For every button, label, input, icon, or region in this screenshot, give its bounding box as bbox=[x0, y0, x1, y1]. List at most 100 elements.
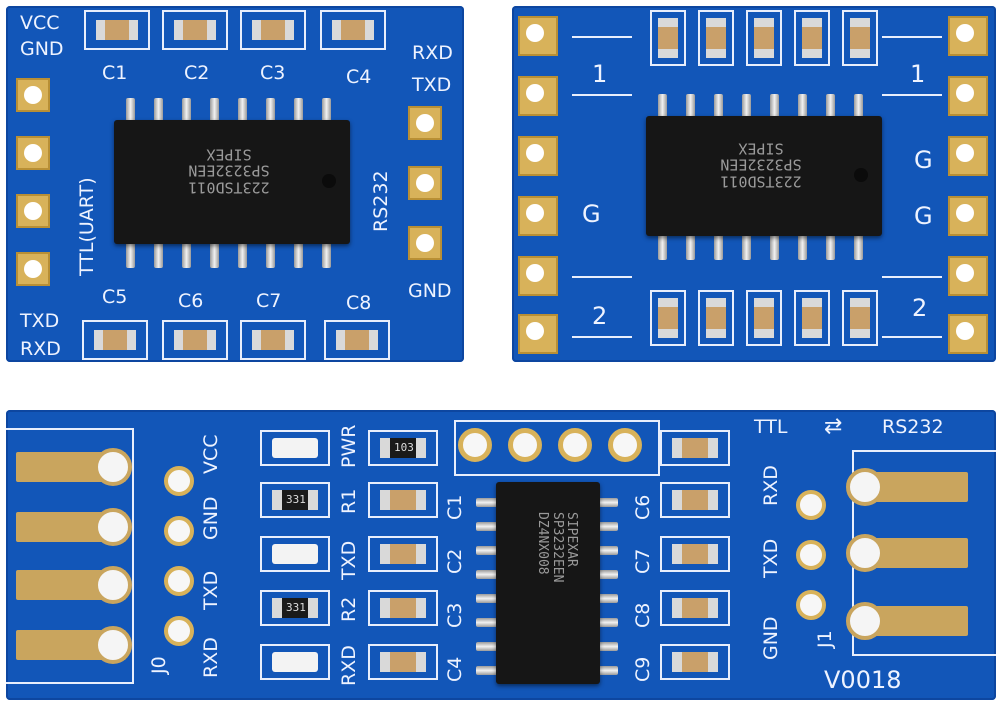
ic-pin bbox=[238, 98, 247, 124]
cap-frame bbox=[746, 10, 782, 66]
capacitor bbox=[754, 18, 774, 58]
label-1-right: 1 bbox=[910, 60, 926, 88]
capacitor bbox=[802, 18, 822, 58]
pin-pad bbox=[948, 256, 988, 296]
resistor-r1: 331 bbox=[272, 490, 318, 510]
header-hole bbox=[508, 428, 542, 462]
silk-line bbox=[852, 654, 996, 656]
ic-pin bbox=[686, 234, 695, 260]
capacitor bbox=[174, 20, 216, 40]
pin1-dot bbox=[322, 174, 336, 188]
silk-line bbox=[6, 428, 134, 430]
ic-pin bbox=[658, 94, 667, 120]
label-r2: R2 bbox=[338, 596, 360, 622]
label-j0: J0 bbox=[148, 656, 170, 674]
ic-pin bbox=[592, 546, 618, 555]
led-rxd bbox=[272, 652, 318, 672]
cap-frame bbox=[368, 482, 438, 518]
chip-marking: 223TSD011 SP3232EEN SIPEX bbox=[188, 145, 270, 197]
ic-pin bbox=[126, 242, 135, 268]
ic-pin bbox=[770, 234, 779, 260]
pin-pad bbox=[948, 16, 988, 56]
capacitor bbox=[380, 544, 426, 564]
cap-frame bbox=[660, 482, 730, 518]
via-hole bbox=[164, 616, 194, 646]
ic-pin bbox=[294, 98, 303, 124]
resistor-code: 103 bbox=[394, 441, 414, 454]
ic-pin bbox=[742, 234, 751, 260]
capacitor bbox=[802, 298, 822, 338]
ic-pin bbox=[592, 498, 618, 507]
ic-pin bbox=[476, 666, 502, 675]
via-hole bbox=[796, 490, 826, 520]
pin1-dot bbox=[854, 168, 868, 182]
ic-pin bbox=[210, 98, 219, 124]
pin-pad bbox=[408, 166, 442, 200]
cap-frame bbox=[650, 290, 686, 346]
silk-line bbox=[454, 420, 456, 476]
label-2-left: 2 bbox=[592, 302, 608, 330]
silk-line bbox=[882, 336, 942, 338]
pin-pad bbox=[518, 196, 558, 236]
label-2-right: 2 bbox=[912, 294, 928, 322]
ic-pin bbox=[826, 234, 835, 260]
ic-pin bbox=[476, 522, 502, 531]
ic-pin bbox=[322, 242, 331, 268]
capacitor bbox=[380, 598, 426, 618]
cap-frame bbox=[698, 10, 734, 66]
resistor-code: 331 bbox=[286, 601, 306, 614]
header-hole bbox=[558, 428, 592, 462]
ic-pin bbox=[476, 642, 502, 651]
label-txd: TXD bbox=[412, 74, 452, 96]
cap-frame bbox=[368, 644, 438, 680]
label-vcc: VCC bbox=[200, 434, 222, 474]
label-vcc: VCC bbox=[20, 12, 60, 34]
resistor-103: 103 bbox=[380, 438, 426, 458]
ic-pin bbox=[476, 498, 502, 507]
pcb-board-rs232-dual: 1 1 G G G 2 2 223TSD011 SP3232EEN SIPEX bbox=[512, 6, 996, 362]
pcb-board-ttl-rs232-small: VCC GND C1 C2 C3 C4 RXD TXD TTL(UART) RS… bbox=[6, 6, 464, 362]
capacitor bbox=[672, 598, 718, 618]
pin-pad bbox=[16, 78, 50, 112]
chip-marking: SIPEXAR SP3232EEN DZ4NX008 bbox=[535, 512, 579, 583]
capacitor bbox=[754, 298, 774, 338]
silk-line bbox=[454, 420, 660, 422]
pin-pad bbox=[518, 16, 558, 56]
pin-pad bbox=[16, 194, 50, 228]
capacitor bbox=[658, 298, 678, 338]
led-txd bbox=[272, 544, 318, 564]
silk-line bbox=[132, 428, 134, 684]
capacitor bbox=[850, 18, 870, 58]
ic-pin bbox=[476, 546, 502, 555]
cap-frame bbox=[842, 10, 878, 66]
label-r1: R1 bbox=[338, 488, 360, 514]
ic-sp3232een: 223TSD011 SP3232EEN SIPEX bbox=[646, 116, 882, 236]
ic-pin bbox=[182, 98, 191, 124]
ic-pin bbox=[798, 234, 807, 260]
label-ttl: TTL bbox=[754, 416, 788, 438]
label-c5: C5 bbox=[102, 286, 128, 308]
label-c7: C7 bbox=[632, 548, 654, 574]
led-frame-pwr bbox=[260, 430, 330, 466]
label-c3: C3 bbox=[260, 62, 286, 84]
pin-pad bbox=[518, 314, 558, 354]
capacitor bbox=[672, 490, 718, 510]
label-g-right-1: G bbox=[914, 146, 933, 174]
capacitor bbox=[850, 298, 870, 338]
label-gnd-right: GND bbox=[760, 616, 782, 660]
ic-pin bbox=[714, 94, 723, 120]
ic-pin bbox=[592, 666, 618, 675]
capacitor bbox=[672, 438, 718, 458]
label-gnd: GND bbox=[200, 496, 222, 540]
res-frame-r1 bbox=[260, 482, 330, 518]
pin-pad bbox=[16, 136, 50, 170]
capacitor bbox=[380, 652, 426, 672]
ic-sp3232een: SIPEXAR SP3232EEN DZ4NX008 bbox=[496, 482, 600, 684]
cap-frame-c8 bbox=[324, 320, 390, 360]
cap-frame bbox=[368, 536, 438, 572]
led-frame-txd bbox=[260, 536, 330, 572]
pin-pad bbox=[948, 76, 988, 116]
ic-pin bbox=[798, 94, 807, 120]
ic-pin bbox=[826, 94, 835, 120]
pin-pad bbox=[948, 136, 988, 176]
